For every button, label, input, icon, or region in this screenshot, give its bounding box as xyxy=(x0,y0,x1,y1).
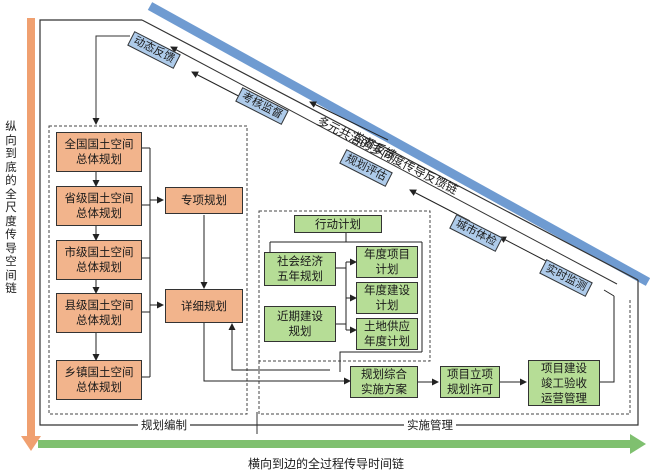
special-plan-box: 专项规划 xyxy=(165,187,243,214)
township-plan-box: 乡镇国土空间 总体规划 xyxy=(56,360,142,400)
city-plan-box: 市级国土空间 总体规划 xyxy=(56,240,142,280)
feedback-to-national xyxy=(92,35,130,125)
national-plan-box: 全国国土空间 总体规划 xyxy=(56,132,142,172)
project-construction-box: 项目建设 竣工验收 运营管理 xyxy=(528,360,600,406)
diagonal-feedback-band xyxy=(147,2,650,286)
implementation-scheme-box: 规划综合 实施方案 xyxy=(350,366,418,398)
action-group-frame xyxy=(258,210,431,362)
vertical-chain-arrow-shaft xyxy=(27,18,35,436)
provincial-plan-box: 省级国土空间 总体规划 xyxy=(56,186,142,226)
vertical-chain-label: 纵向到底的全尺度传导空间链 xyxy=(5,119,17,295)
five-year-plan-box: 社会经济 五年规划 xyxy=(264,252,336,286)
land-supply-plan-box: 土地供应 年度计划 xyxy=(356,318,418,350)
outer-frame xyxy=(39,19,639,426)
horizontal-chain-arrow-shaft xyxy=(38,440,630,448)
detailed-plan-box: 详细规划 xyxy=(165,289,243,323)
near-term-plan-box: 近期建设 规划 xyxy=(264,306,336,342)
section-label-implement: 实施管理 xyxy=(404,417,456,433)
county-plan-box: 县级国土空间 总体规划 xyxy=(56,293,142,333)
implement-group-frame xyxy=(258,300,631,415)
compile-group-frame xyxy=(48,125,248,415)
feedback-line-main xyxy=(170,46,618,285)
horizontal-chain-arrow-head xyxy=(630,434,646,454)
outer-frame-diagonal xyxy=(141,19,639,281)
action-plan-title: 行动计划 xyxy=(294,215,382,233)
horizontal-chain-label: 横向到边的全过程传导时间链 xyxy=(248,457,405,471)
annual-construction-plan-box: 年度建设 计划 xyxy=(356,282,418,314)
vertical-chain-arrow-head xyxy=(21,436,41,451)
annual-project-plan-box: 年度项目 计划 xyxy=(356,246,418,278)
project-approval-box: 项目立项 规划许可 xyxy=(440,366,500,398)
section-label-compile: 规划编制 xyxy=(138,417,190,433)
